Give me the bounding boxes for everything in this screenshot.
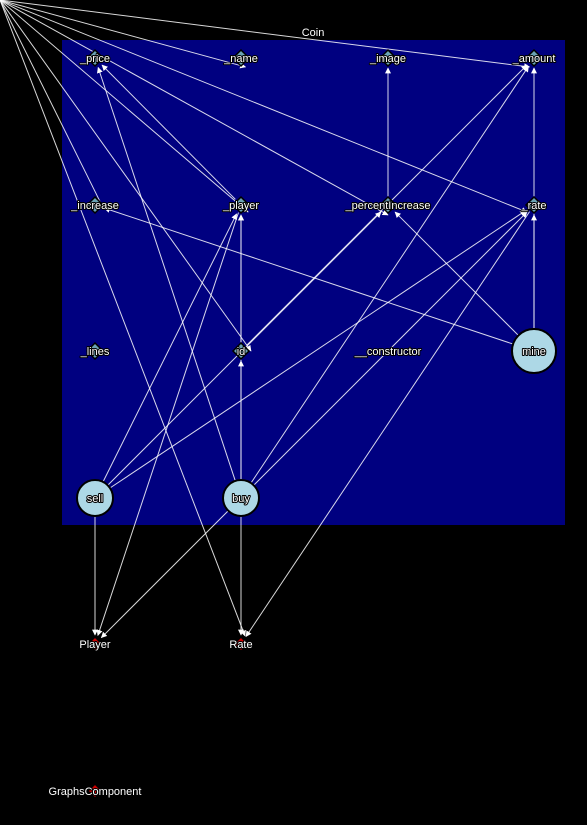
edge-constructor-to-amount [0, 0, 531, 70]
node-label: buy [232, 493, 250, 505]
node-label: _rate [520, 200, 546, 212]
field-diamond-icon [85, 195, 105, 215]
field-diamond-icon [524, 195, 544, 215]
node-label: Player [79, 639, 111, 651]
node-player[interactable]: _player [221, 195, 260, 215]
edge-constructor-to-name [0, 0, 247, 69]
edge-buy-to-amount [250, 65, 529, 484]
method-circle-icon [511, 328, 557, 374]
node-label: GraphsComponent [49, 786, 142, 798]
method-circle-icon [222, 479, 260, 517]
edge-mine-to-increase [103, 207, 514, 345]
node-amount[interactable]: _amount [511, 48, 556, 68]
node-label: _lines [80, 346, 110, 358]
node-label: __constructor [354, 346, 422, 358]
edge-mine-to-percentincrease [394, 211, 519, 336]
edge-sell-to-rate [109, 210, 527, 489]
field-diamond-icon [231, 341, 251, 361]
node-price[interactable]: _price [78, 48, 111, 68]
node-buy[interactable]: buy [222, 479, 260, 517]
edge-constructor-to-percentincrease [0, 0, 389, 216]
edge-buy-to-Player [100, 510, 229, 639]
node-constructor[interactable]: __constructor [353, 345, 423, 359]
node-label: _image [369, 53, 406, 65]
node-label: _amount [512, 53, 556, 65]
node-label: _percentIncrease [345, 200, 431, 212]
field-diamond-icon [231, 195, 251, 215]
field-diamond-icon [231, 48, 251, 68]
edge-constructor-to-id [0, 0, 252, 352]
node-GraphsComponent[interactable]: GraphsComponent [48, 782, 142, 800]
field-diamond-icon [378, 48, 398, 68]
external-diamond-icon [86, 782, 104, 800]
node-label: _name [223, 53, 258, 65]
node-label: _increase [70, 200, 119, 212]
node-percentincrease[interactable]: _percentIncrease [344, 195, 432, 215]
cluster-title: Coin [302, 27, 325, 39]
nodes-layer: _price _name _image _amount _increase _player… [48, 48, 557, 800]
field-diamond-icon [524, 48, 544, 68]
edge-player-to-Player [96, 212, 239, 637]
node-label: _player [222, 200, 259, 212]
field-diamond-icon [85, 48, 105, 68]
field-diamond-icon [85, 341, 105, 361]
node-image[interactable]: _image [368, 48, 407, 68]
node-lines[interactable]: _lines [79, 341, 111, 361]
node-mine[interactable]: mine [511, 328, 557, 374]
node-name[interactable]: _name [222, 48, 259, 68]
node-increase[interactable]: _increase [69, 195, 120, 215]
external-diamond-icon [232, 635, 250, 653]
cluster-box [62, 40, 565, 525]
method-circle-icon [76, 479, 114, 517]
edge-constructor-to-Rate [0, 0, 246, 637]
edge-constructor-to-increase [0, 0, 105, 210]
node-id[interactable]: id [231, 341, 251, 361]
edge-buy-to-rate [253, 211, 528, 486]
edge-player-to-price [101, 64, 236, 200]
node-label: Rate [229, 639, 252, 651]
edge-buy-to-price [97, 66, 236, 482]
external-diamond-icon [86, 635, 104, 653]
node-rate[interactable]: _rate [519, 195, 548, 215]
node-Rate[interactable]: Rate [228, 635, 254, 653]
edge-constructor-to-rate [0, 0, 528, 213]
node-label: mine [522, 346, 546, 358]
node-Player[interactable]: Player [78, 635, 112, 653]
edge-constructor-to-player [0, 0, 249, 213]
edge-sell-to-player [102, 213, 237, 483]
field-diamond-icon [378, 195, 398, 215]
node-label: id [237, 346, 246, 358]
edge-rate-to-Rate [245, 211, 530, 638]
node-label: _price [79, 53, 110, 65]
node-label: sell [87, 493, 104, 505]
node-sell[interactable]: sell [76, 479, 114, 517]
